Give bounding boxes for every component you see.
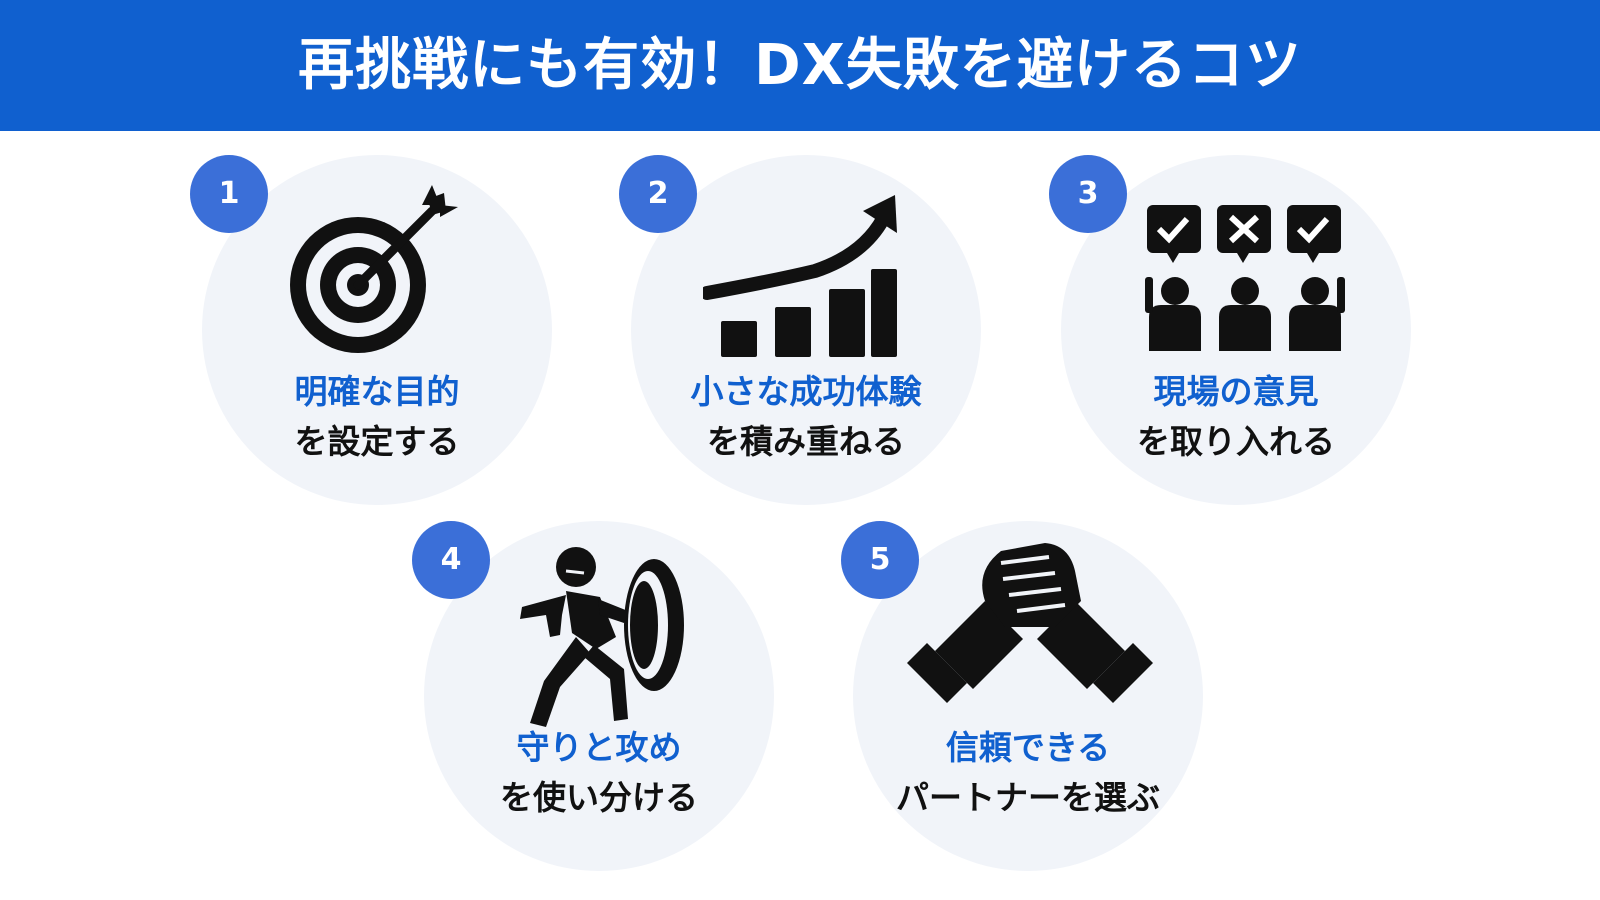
handshake-icon [905,541,1155,715]
tip-card-2: 2 小さな成功体験 を積み重ねる [619,155,981,505]
step-badge-4: 4 [412,521,490,599]
tip-subtitle-4: を使い分ける [500,778,698,817]
tip-card-4: 4 守りと攻め を使い分ける [412,521,774,871]
tip-title-1: 明確な目的 [294,372,460,411]
tip-card-3: 3 現場の意見 を取り入れる [1049,155,1411,505]
tip-subtitle-3: を取り入れる [1137,422,1335,461]
header-bar [0,0,1600,131]
tip-title-4: 守りと攻め [516,728,682,767]
page-title: 再挑戦にも有効！DX失敗を避けるコツ [298,33,1302,98]
team-feedback-icon [1145,205,1345,359]
step-badge-3: 3 [1049,155,1127,233]
tip-subtitle-2: を積み重ねる [707,422,905,461]
tip-card-1: 1 明確な目的 を設定する [190,155,552,505]
target-icon [282,183,462,357]
tip-subtitle-1: を設定する [294,422,460,461]
step-badge-5: 5 [841,521,919,599]
shield-person-icon [516,541,696,735]
tip-card-5: 5 信頼できる パートナーを選ぶ [841,521,1203,871]
tip-title-2: 小さな成功体験 [690,372,922,411]
step-badge-2: 2 [619,155,697,233]
tip-subtitle-5: パートナーを選ぶ [896,778,1160,817]
step-badge-1: 1 [190,155,268,233]
tip-title-3: 現場の意見 [1153,372,1319,411]
growth-chart-icon [700,195,913,369]
tip-title-5: 信頼できる [945,728,1111,767]
